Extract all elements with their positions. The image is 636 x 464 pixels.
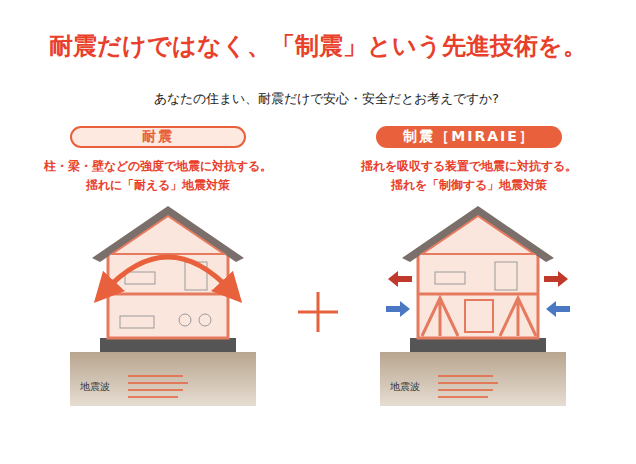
description: 揺れを「制御する」地震対策 <box>391 177 547 194</box>
subtitle: あなたの住まい、耐震だけで安心・安全だとお考えですか? <box>154 90 499 108</box>
title: 耐震だけではなく、「制震」という先進技術を。 <box>49 30 587 62</box>
label-badge: 制震［MIRAIE］ <box>376 126 562 148</box>
description: 揺れに「耐える」地震対策 <box>86 177 230 194</box>
description: 柱・梁・壁などの強度で地震に対抗する。 <box>44 158 272 175</box>
label-badge: 耐震 <box>70 126 246 148</box>
badge-text: 耐震 <box>142 128 174 146</box>
badge-text: 制震［MIRAIE］ <box>403 128 535 146</box>
description: 揺れを吸収する装置で地震に対抗する。 <box>361 158 577 175</box>
ground-label: 地震波 <box>390 380 420 394</box>
ground-label: 地震波 <box>80 380 110 394</box>
